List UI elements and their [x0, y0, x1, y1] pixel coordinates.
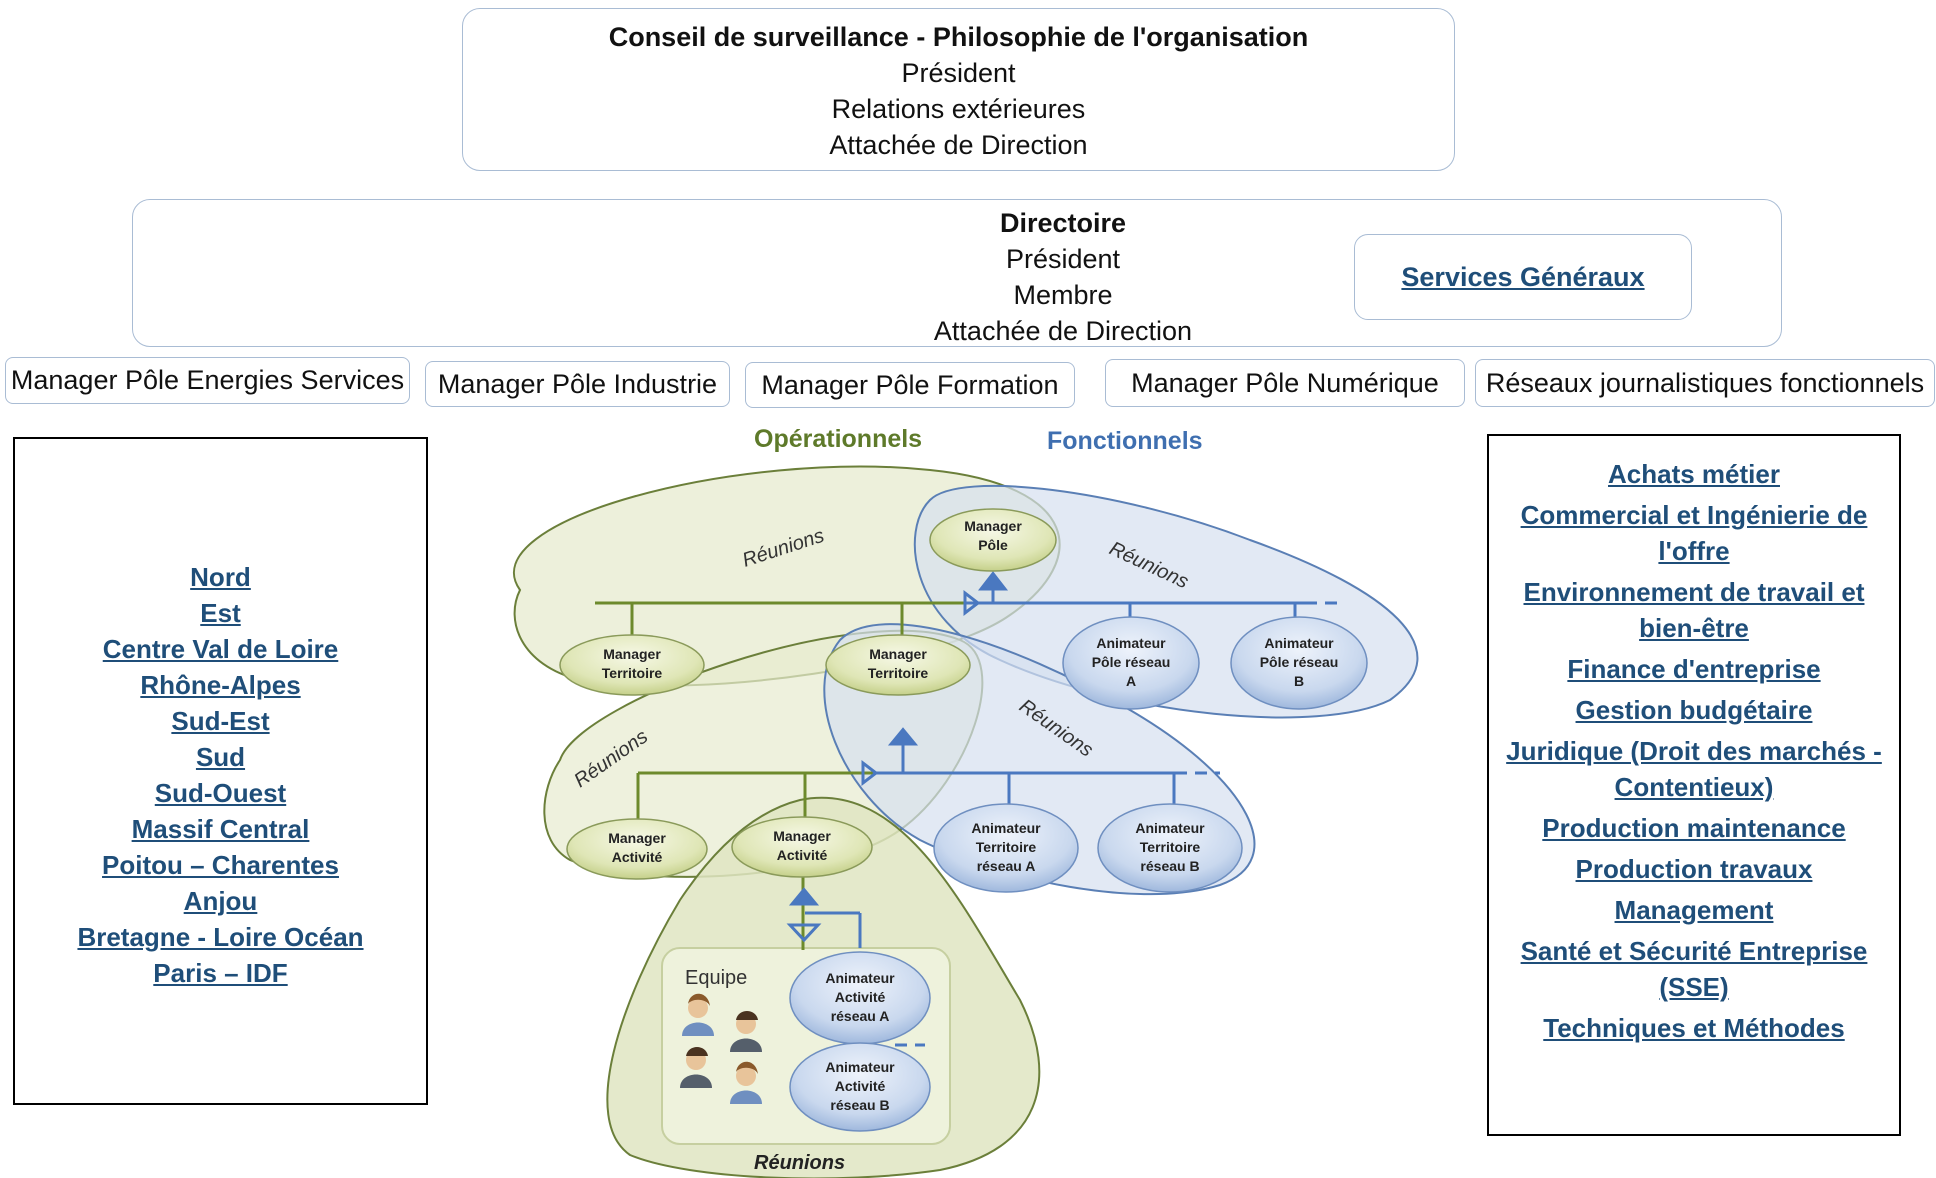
- person-icon-3: [680, 1047, 712, 1088]
- conseil-box: Conseil de surveillance - Philosophie de…: [462, 8, 1455, 171]
- legend-functional: Fonctionnels: [1047, 427, 1203, 455]
- directoire-line-president: Président: [1005, 244, 1121, 274]
- region-link[interactable]: Paris – IDF: [153, 958, 288, 988]
- services-generaux-link[interactable]: Services Généraux: [1401, 261, 1645, 292]
- node-line: réseau B: [830, 1097, 889, 1113]
- node-manager-territoire-2: Manager Territoire: [825, 634, 971, 696]
- directoire-line-membre: Membre: [1013, 280, 1113, 310]
- node-line: Animateur: [971, 820, 1041, 836]
- node-line: Manager: [608, 830, 666, 846]
- node-line: Territoire: [976, 839, 1037, 855]
- node-line: Animateur: [825, 970, 895, 986]
- node-line: Manager: [773, 828, 831, 844]
- region-link[interactable]: Est: [200, 598, 241, 628]
- node-animateur-activite-a: Animateur Activité réseau A: [789, 951, 931, 1045]
- function-link[interactable]: Juridique (Droit des marchés - Contentie…: [1506, 736, 1882, 802]
- region-link[interactable]: Rhône-Alpes: [140, 670, 301, 700]
- reseaux-journalistiques: Réseaux journalistiques fonctionnels: [1475, 359, 1935, 407]
- conseil-title: Conseil de surveillance - Philosophie de…: [608, 22, 1309, 52]
- node-line: réseau A: [977, 858, 1036, 874]
- node-animateur-territoire-a: Animateur Territoire réseau A: [933, 803, 1079, 893]
- function-link[interactable]: Management: [1614, 895, 1774, 925]
- person-icon-4: [730, 1061, 762, 1104]
- region-link[interactable]: Sud: [195, 742, 246, 772]
- function-link[interactable]: Gestion budgétaire: [1575, 695, 1813, 725]
- node-manager-activite-1: Manager Activité: [566, 818, 708, 880]
- legend-operational: Opérationnels: [754, 425, 923, 453]
- node-animateur-pole-a: Animateur Pôle réseau A: [1062, 616, 1200, 710]
- pole-label: Manager Pôle Formation: [761, 369, 1059, 400]
- function-link[interactable]: Commercial et Ingénierie de l'offre: [1520, 500, 1868, 566]
- node-line: Animateur: [1264, 635, 1334, 651]
- node-line: Pôle réseau: [1092, 654, 1171, 670]
- node-line: Manager: [603, 646, 661, 662]
- directoire-title: Directoire: [999, 208, 1127, 238]
- region-link[interactable]: Massif Central: [131, 814, 310, 844]
- node-line: Territoire: [602, 665, 663, 681]
- person-icon-2: [730, 1011, 762, 1052]
- region-link[interactable]: Bretagne - Loire Océan: [77, 922, 364, 952]
- pole-label: Manager Pôle Industrie: [437, 368, 718, 399]
- node-line: Pôle réseau: [1260, 654, 1339, 670]
- node-line: Manager: [869, 646, 927, 662]
- services-generaux-box[interactable]: Services Généraux: [1354, 234, 1692, 320]
- region-link[interactable]: Nord: [190, 562, 251, 592]
- directoire-line-attachee: Attachée de Direction: [933, 316, 1193, 346]
- function-link[interactable]: Techniques et Méthodes: [1543, 1013, 1845, 1043]
- function-link[interactable]: Production travaux: [1575, 854, 1813, 884]
- node-line: Pôle: [978, 537, 1008, 553]
- node-animateur-territoire-b: Animateur Territoire réseau B: [1097, 803, 1243, 893]
- function-link[interactable]: Environnement de travail et bien-être: [1523, 577, 1865, 643]
- pole-label: Manager Pôle Energies Services: [10, 365, 405, 395]
- node-line: Activité: [777, 847, 828, 863]
- node-line: Activité: [612, 849, 663, 865]
- region-link[interactable]: Sud-Est: [171, 706, 270, 736]
- node-line: Animateur: [825, 1059, 895, 1075]
- conseil-line-president: Président: [901, 58, 1016, 88]
- function-link[interactable]: Production maintenance: [1542, 813, 1846, 843]
- node-line: B: [1294, 673, 1304, 689]
- node-manager-pole: Manager Pôle: [929, 508, 1057, 572]
- node-animateur-activite-b: Animateur Activité réseau B: [789, 1042, 931, 1132]
- region-link[interactable]: Anjou: [183, 886, 258, 916]
- pole-industrie: Manager Pôle Industrie: [425, 361, 730, 407]
- function-link[interactable]: Achats métier: [1608, 459, 1780, 489]
- pole-label: Manager Pôle Numérique: [1131, 367, 1439, 398]
- node-line: Territoire: [1140, 839, 1201, 855]
- region-link[interactable]: Poitou – Charentes: [102, 850, 339, 880]
- node-line: Activité: [835, 1078, 886, 1094]
- node-manager-territoire-1: Manager Territoire: [559, 634, 705, 696]
- node-manager-activite-2: Manager Activité: [731, 816, 873, 878]
- team-label: Equipe: [685, 967, 747, 989]
- function-link[interactable]: Finance d'entreprise: [1567, 654, 1821, 684]
- node-line: Animateur: [1096, 635, 1166, 651]
- pole-label: Réseaux journalistiques fonctionnels: [1485, 367, 1925, 398]
- node-line: Territoire: [868, 665, 929, 681]
- pole-formation: Manager Pôle Formation: [745, 362, 1075, 408]
- node-animateur-pole-b: Animateur Pôle réseau B: [1230, 616, 1368, 710]
- function-link[interactable]: Santé et Sécurité Entreprise (SSE): [1520, 936, 1868, 1002]
- region-link[interactable]: Centre Val de Loire: [102, 634, 339, 664]
- node-line: réseau B: [1140, 858, 1199, 874]
- conseil-line-relations: Relations extérieures: [831, 94, 1086, 124]
- node-line: Activité: [835, 989, 886, 1005]
- node-line: A: [1126, 673, 1136, 689]
- node-line: Manager: [964, 518, 1022, 534]
- region-link[interactable]: Sud-Ouest: [154, 778, 287, 808]
- node-line: Animateur: [1135, 820, 1205, 836]
- person-icon-1: [682, 993, 714, 1036]
- pole-energies-services: Manager Pôle Energies Services: [5, 357, 410, 404]
- node-line: réseau A: [831, 1008, 890, 1024]
- conseil-line-attachee: Attachée de Direction: [829, 130, 1088, 160]
- pole-numerique: Manager Pôle Numérique: [1105, 359, 1465, 407]
- meetings-label-team: Réunions: [754, 1152, 845, 1174]
